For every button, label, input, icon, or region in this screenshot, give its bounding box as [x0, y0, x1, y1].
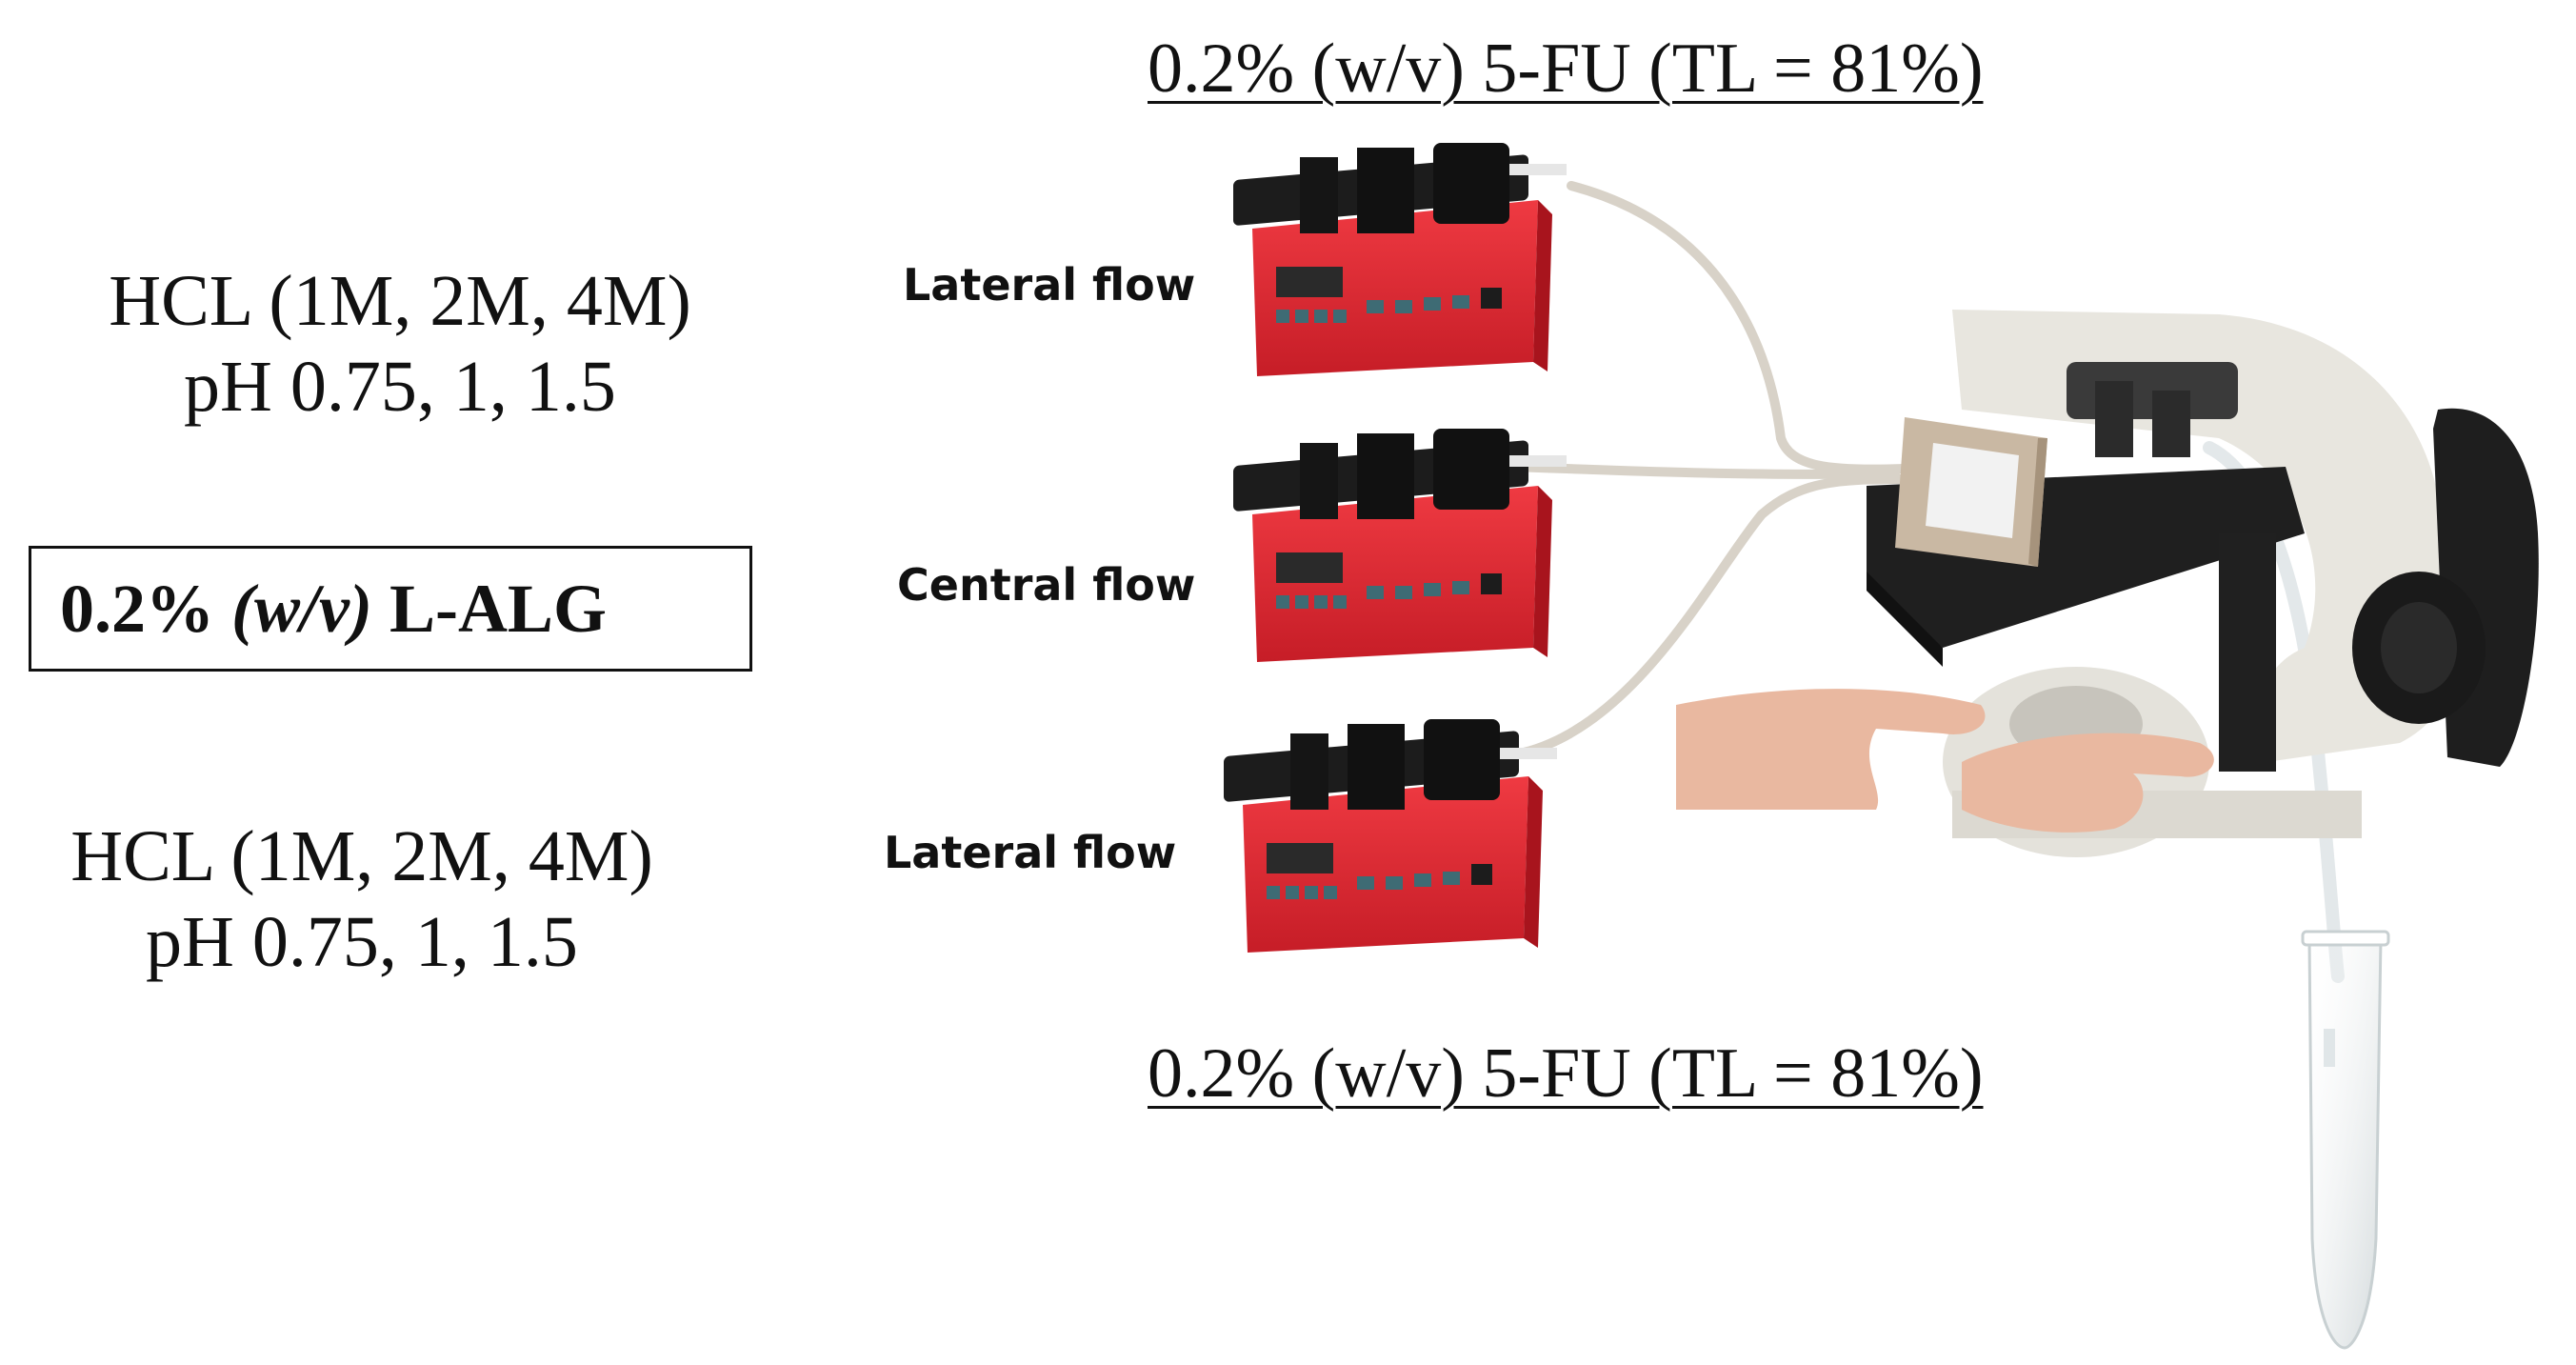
pump-label-central: Central flow [897, 559, 1196, 611]
lalg-box: 0.2% (w/v) L-ALG [29, 546, 752, 672]
syringe-pump-middle [1233, 429, 1567, 662]
collection-tube [2301, 930, 2390, 1350]
tube-middle [1509, 462, 1900, 479]
hands [1676, 689, 2214, 833]
syringe-pump-bottom [1224, 719, 1557, 953]
tube-bottom [1519, 474, 1909, 757]
hcl-condition-bottom: HCL (1M, 2M, 4M) pH 0.75, 1, 1.5 [57, 814, 667, 985]
fu-label-top: 0.2% (w/v) 5-FU (TL = 81%) [1148, 30, 1984, 108]
microscope [1676, 310, 2539, 857]
tube-top [1567, 181, 1909, 474]
hcl-bottom-line1: HCL (1M, 2M, 4M) [70, 816, 653, 896]
hcl-top-line2: pH 0.75, 1, 1.5 [184, 346, 616, 427]
lalg-italic: (w/v) [231, 570, 372, 647]
microfluidic-chip [1895, 417, 2047, 567]
hcl-condition-top: HCL (1M, 2M, 4M) pH 0.75, 1, 1.5 [95, 259, 705, 430]
lalg-prefix: 0.2% [60, 570, 231, 647]
pump-label-lateral-bottom: Lateral flow [884, 827, 1177, 878]
lalg-suffix: L-ALG [371, 570, 607, 647]
hcl-top-line1: HCL (1M, 2M, 4M) [109, 261, 691, 341]
fu-label-bottom: 0.2% (w/v) 5-FU (TL = 81%) [1148, 1034, 1984, 1113]
pump-label-lateral-top: Lateral flow [903, 259, 1196, 311]
syringe-pump-top [1233, 143, 1567, 376]
hcl-bottom-line2: pH 0.75, 1, 1.5 [146, 901, 578, 982]
